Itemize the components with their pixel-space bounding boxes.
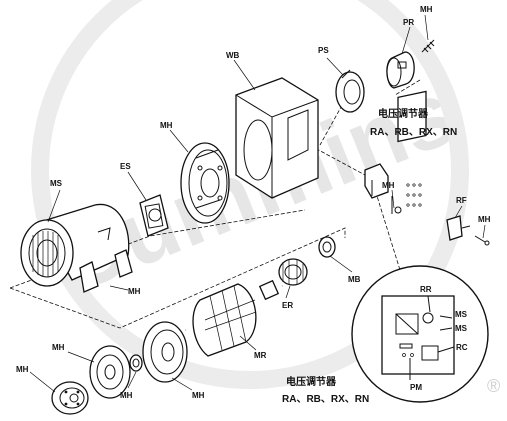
- label-ms: MS: [50, 179, 63, 188]
- coupling-disc: [51, 381, 89, 415]
- regulator-callout-bottom: 电压调节器 RA、RB、RX、RN: [282, 375, 369, 405]
- bearing-mb: [318, 236, 336, 258]
- label-er: ER: [282, 301, 293, 310]
- callout-bottom-models: RA、RB、RX、RN: [282, 394, 369, 405]
- regulator-callout-top: 电压调节器 RA、RB、RX、RN: [370, 107, 457, 138]
- main-stator-ms: [20, 203, 133, 293]
- label-mh-rf: MH: [478, 215, 491, 224]
- flange-mh: [180, 142, 230, 224]
- label-mh-flange: MH: [160, 121, 173, 130]
- callout-bottom-title: 电压调节器: [286, 375, 337, 388]
- washer: [129, 354, 143, 372]
- screw-rf: [474, 235, 490, 246]
- label-es: ES: [120, 162, 131, 171]
- label-ms-inset-1: MS: [455, 310, 468, 319]
- leader-lines: [29, 14, 486, 393]
- part-ps: [335, 69, 365, 113]
- part-labels: MH PR PS WB MH ES MS MH MH RF MH MB ER M…: [16, 5, 491, 400]
- label-mr: MR: [254, 351, 267, 360]
- watermark-ring: [31, 0, 469, 389]
- label-mh-left-mid: MH: [52, 343, 65, 352]
- screw-top-right: [421, 39, 435, 53]
- part-pr: [386, 51, 415, 89]
- callout-top-title: 电压调节器: [378, 107, 429, 120]
- label-wb: WB: [226, 51, 240, 60]
- wrapper-box-wb: [235, 77, 319, 199]
- main-rotor-mr: [185, 279, 283, 357]
- label-mh-bottom-b: MH: [192, 391, 205, 400]
- exciter-rotor-er: [278, 258, 308, 286]
- label-mh-top-right: MH: [420, 5, 433, 14]
- registered-mark: ®: [487, 376, 500, 396]
- label-mh-bottom-a: MH: [120, 391, 133, 400]
- voltage-regulator-upper: [364, 90, 427, 214]
- exciter-stator-es: [139, 194, 169, 237]
- label-mh-frame: MH: [128, 287, 141, 296]
- label-mh-left-low: MH: [16, 365, 29, 374]
- regulator-detail-inset: [351, 265, 489, 403]
- label-mb: MB: [348, 275, 361, 284]
- label-rr: RR: [420, 285, 432, 294]
- rear-bearing-bracket: [142, 321, 188, 383]
- label-rf: RF: [456, 196, 467, 205]
- label-pr: PR: [403, 18, 414, 27]
- part-rf: [446, 215, 471, 241]
- fan-hub: [89, 345, 131, 399]
- label-rc: RC: [456, 343, 468, 352]
- label-mh-bracket: MH: [382, 181, 395, 190]
- label-pm: PM: [410, 383, 422, 392]
- callout-top-models: RA、RB、RX、RN: [370, 127, 457, 138]
- label-ms-inset-2: MS: [455, 324, 468, 333]
- label-ps: PS: [318, 46, 329, 55]
